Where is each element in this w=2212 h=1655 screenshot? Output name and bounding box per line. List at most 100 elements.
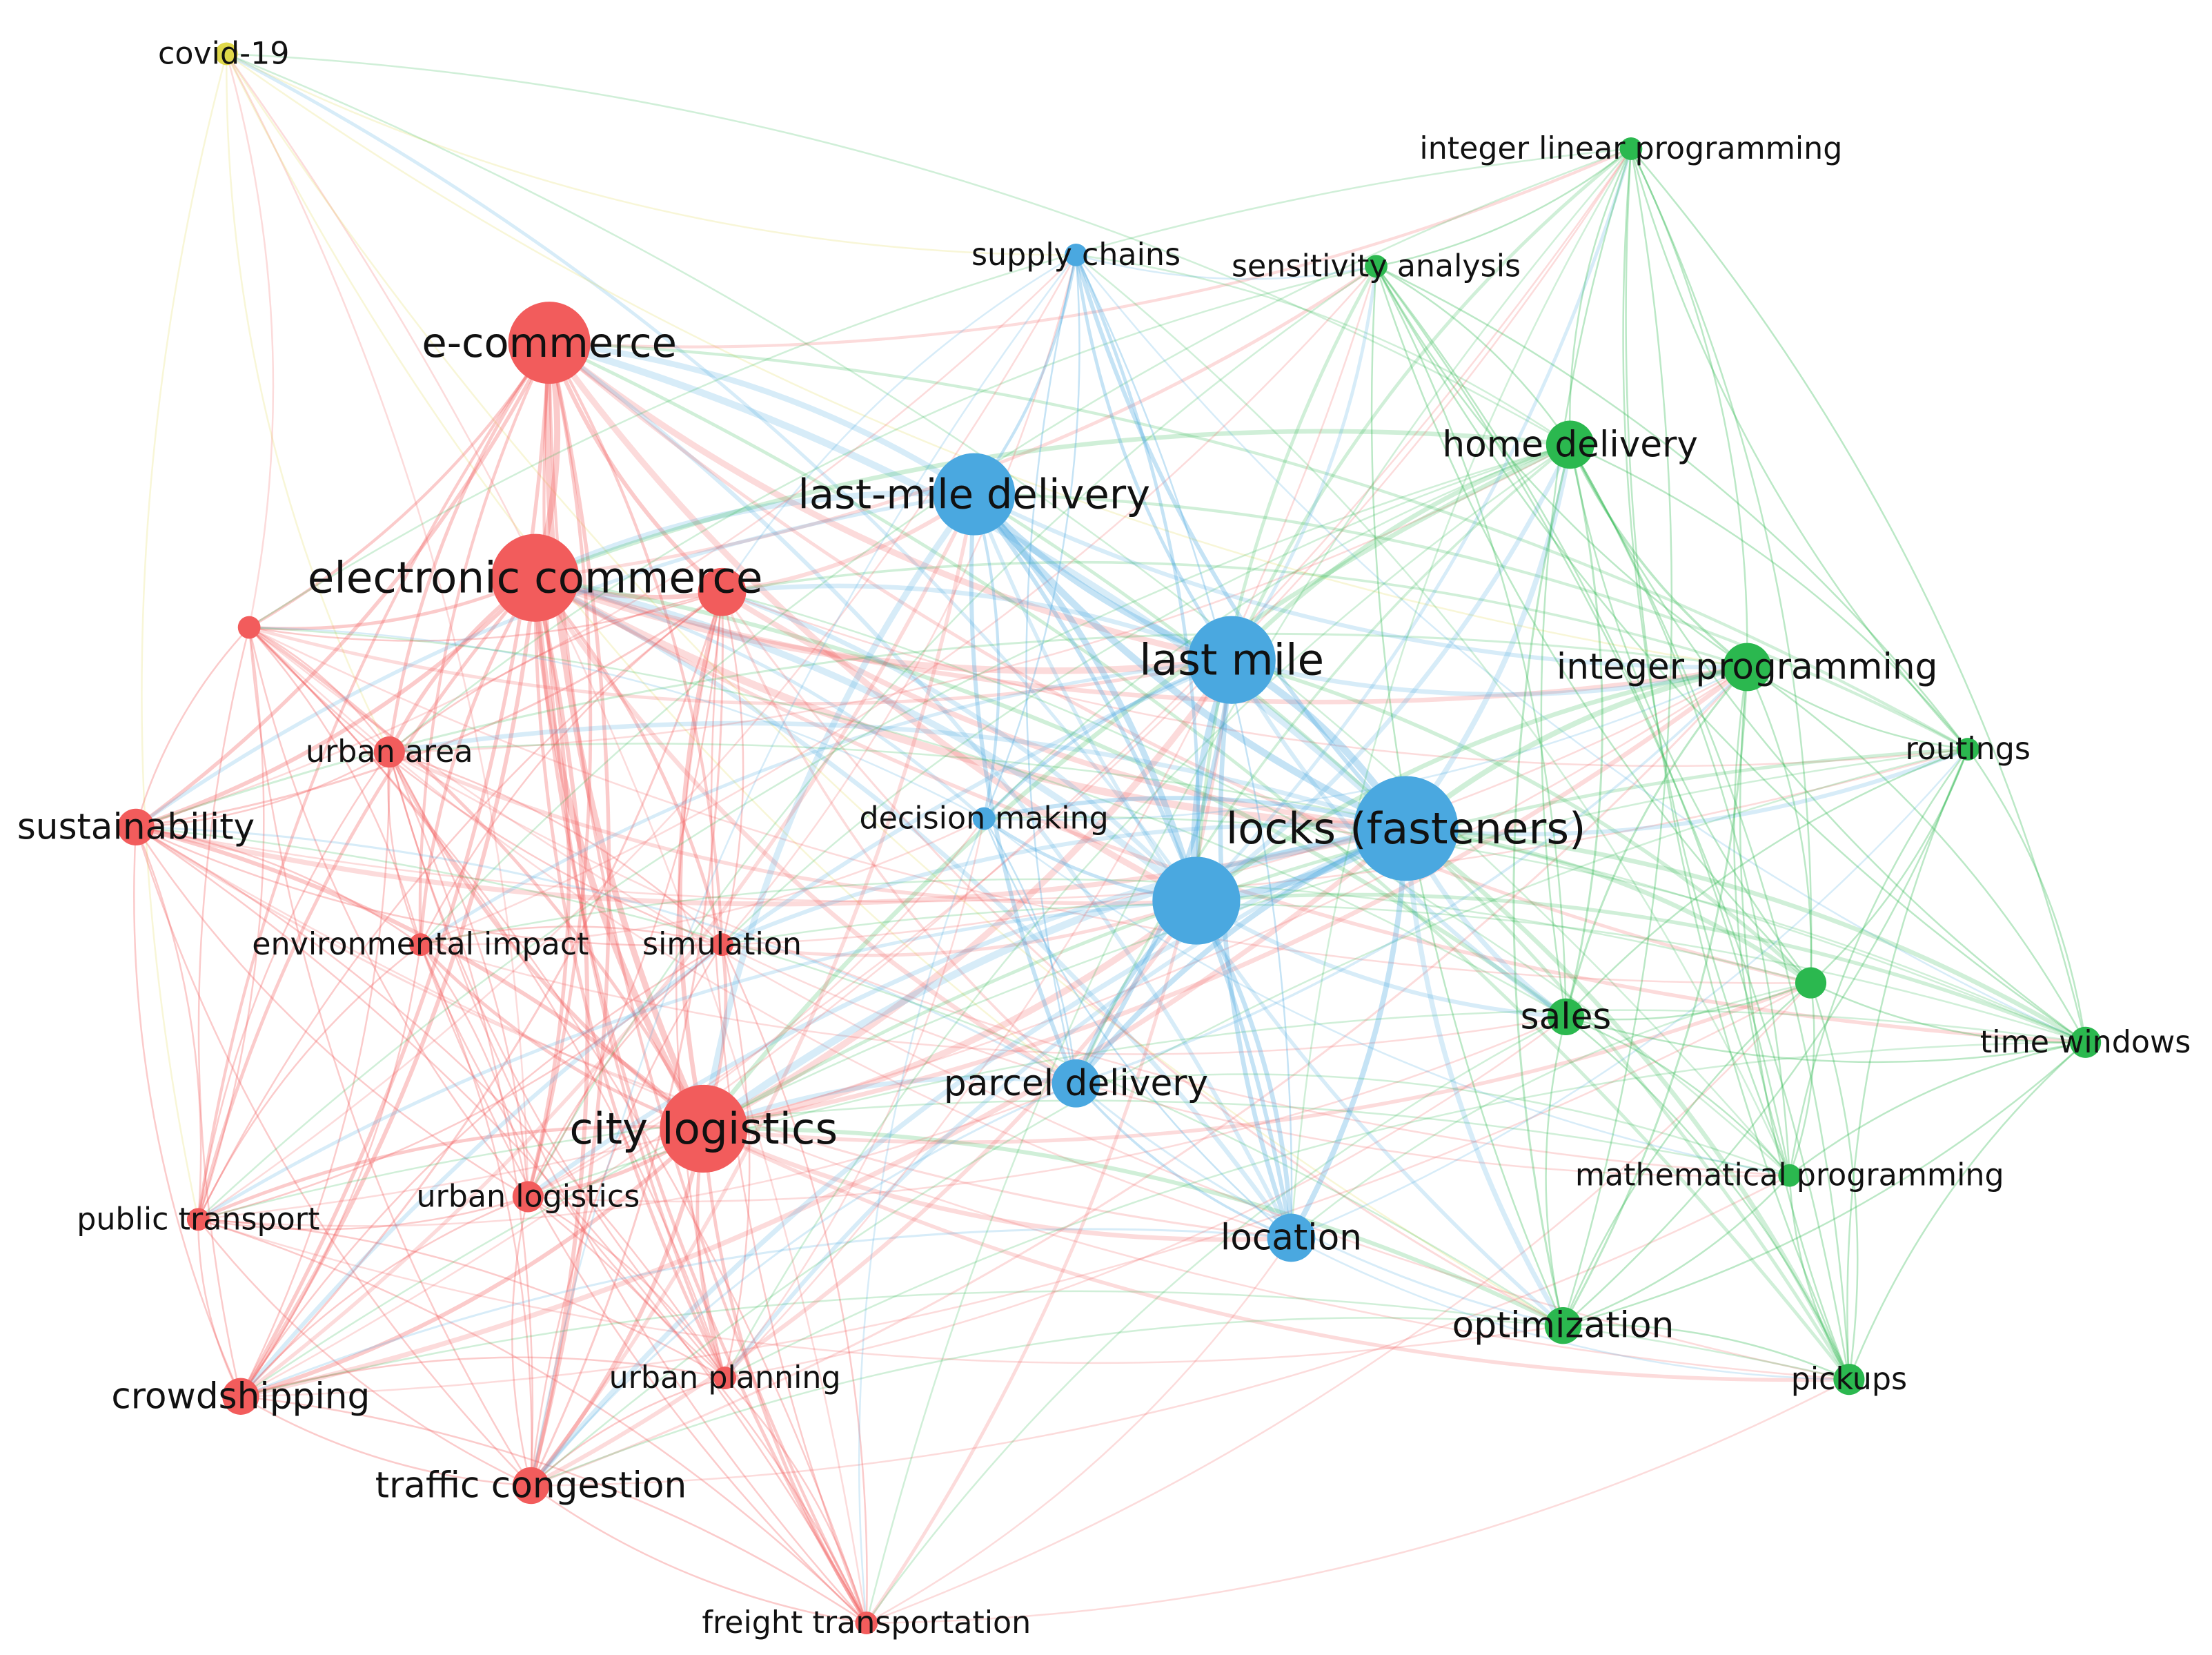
edge-time-windows-pickups <box>1848 1041 2086 1380</box>
edge-blue-unlabeled-sensitivity-analysis <box>1194 265 1378 901</box>
node-red-unlabeled-1[interactable] <box>698 567 747 616</box>
node-decision-making[interactable] <box>972 807 996 830</box>
node-location[interactable] <box>1267 1213 1316 1262</box>
edge-simulation-locks-fasteners <box>721 823 1406 947</box>
edge-home-delivery-mathematical-programming <box>1569 444 1790 1176</box>
edge-simulation-public-transport <box>197 943 723 1220</box>
label-time-windows: time windows <box>1980 1025 2191 1060</box>
node-time-windows[interactable] <box>2070 1026 2102 1058</box>
edge-e-commerce-crowdshipping <box>239 342 551 1398</box>
node-sensitivity-analysis[interactable] <box>1365 255 1388 278</box>
edge-sustainability-public-transport <box>135 826 202 1220</box>
node-red-unlabeled-2[interactable] <box>237 616 261 639</box>
edge-e-commerce-routings <box>549 341 1969 751</box>
edge-traffic-congestion-parcel-delivery <box>530 1082 1077 1487</box>
edge-public-transport-freight-transportation <box>197 1218 867 1624</box>
edge-e-commerce-sustainability <box>135 342 551 829</box>
node-blue-unlabeled[interactable] <box>1152 856 1241 945</box>
edge-simulation-home-delivery <box>721 444 1571 946</box>
node-integer-linear-programming[interactable] <box>1619 137 1643 160</box>
edge-e-commerce-location <box>548 341 1294 1239</box>
edge-environmental-impact-crowdshipping <box>239 944 422 1397</box>
edge-red-unlabeled-2-pickups <box>248 627 1850 1380</box>
edge-integer-linear-programming-optimization <box>1562 148 1673 1326</box>
edge-crowdshipping-integer-linear-programming <box>240 148 1632 1398</box>
edge-red-unlabeled-1-urban-logistics <box>527 591 723 1197</box>
node-integer-programming[interactable] <box>1723 643 1772 692</box>
edge-urban-area-simulation <box>388 751 723 946</box>
edge-sensitivity-analysis-sales <box>1375 266 1567 1017</box>
edge-simulation-mathematical-programming <box>721 943 1790 1177</box>
edge-electronic-commerce-parcel-delivery <box>533 576 1078 1086</box>
edge-red-unlabeled-2-sustainability <box>135 627 250 828</box>
edge-electronic-commerce-freight-transportation <box>533 578 868 1624</box>
node-supply-chains[interactable] <box>1065 243 1087 266</box>
edge-simulation-blue-unlabeled <box>722 899 1197 957</box>
edge-red-unlabeled-1-urban-area <box>388 591 722 753</box>
edge-green-unlabeled-pickups <box>1810 982 1859 1380</box>
node-urban-logistics[interactable] <box>512 1181 544 1213</box>
edge-freight-transportation-last-mile <box>865 659 1234 1624</box>
edge-city-logistics-freight-transportation <box>702 1128 868 1624</box>
edge-electronic-commerce-simulation <box>533 576 724 946</box>
node-simulation[interactable] <box>711 933 733 957</box>
edge-red-unlabeled-2-integer-linear-programming <box>248 148 1632 629</box>
node-covid-19[interactable] <box>215 42 238 66</box>
edge-public-transport-crowdshipping <box>197 1219 241 1397</box>
node-urban-area[interactable] <box>373 736 405 768</box>
node-traffic-congestion[interactable] <box>512 1467 550 1505</box>
label-urban-logistics: urban logistics <box>416 1179 640 1214</box>
edge-sustainability-environmental-impact <box>135 826 422 946</box>
edge-urban-area-urban-planning <box>388 752 726 1379</box>
node-last-mile-delivery[interactable] <box>933 453 1016 536</box>
edge-crowdshipping-location <box>240 1228 1292 1398</box>
label-urban-planning: urban planning <box>609 1360 841 1396</box>
edge-urban-area-blue-unlabeled <box>388 750 1197 905</box>
edge-parcel-delivery-mathematical-programming <box>1076 1073 1790 1177</box>
edge-urban-area-freight-transportation <box>388 752 867 1624</box>
node-parcel-delivery[interactable] <box>1051 1059 1100 1108</box>
node-routings[interactable] <box>1956 738 1979 761</box>
node-optimization[interactable] <box>1544 1306 1582 1344</box>
node-environmental-impact[interactable] <box>409 933 432 957</box>
edge-integer-programming-sales <box>1565 666 1748 1017</box>
node-freight-transportation[interactable] <box>855 1612 878 1635</box>
edge-sustainability-routings <box>135 748 1968 903</box>
edge-public-transport-traffic-congestion <box>197 1219 532 1487</box>
label-routings: routings <box>1906 732 2031 767</box>
edge-locks-fasteners-green-unlabeled <box>1405 826 1813 985</box>
edge-traffic-congestion-optimization <box>531 1317 1563 1487</box>
node-home-delivery[interactable] <box>1546 420 1594 469</box>
edge-mathematical-programming-optimization <box>1562 1175 1790 1326</box>
edge-electronic-commerce-traffic-congestion <box>529 577 590 1487</box>
label-integer-linear-programming: integer linear programming <box>1419 131 1842 166</box>
edge-electronic-commerce-time-windows <box>534 576 2086 1044</box>
node-mathematical-programming[interactable] <box>1778 1164 1801 1187</box>
node-sustainability[interactable] <box>117 808 155 846</box>
node-e-commerce[interactable] <box>508 302 591 384</box>
edge-freight-transportation-sales <box>865 1016 1567 1624</box>
edge-integer-programming-mathematical-programming <box>1733 667 1790 1176</box>
node-public-transport[interactable] <box>186 1208 210 1231</box>
edge-sustainability-freight-transportation <box>135 826 867 1624</box>
node-green-unlabeled[interactable] <box>1795 967 1827 999</box>
edge-supply-chains-locks-fasteners <box>1074 254 1408 830</box>
edge-red-unlabeled-2-sales <box>249 626 1567 1018</box>
node-locks-fasteners[interactable] <box>1353 776 1459 881</box>
edge-integer-linear-programming-integer-programming <box>1630 148 1748 667</box>
edge-covid-19-urban-area <box>226 53 391 753</box>
node-city-logistics[interactable] <box>660 1084 748 1173</box>
edge-green-unlabeled-mathematical-programming <box>1788 982 1815 1176</box>
node-crowdshipping[interactable] <box>222 1378 259 1415</box>
node-sales[interactable] <box>1547 998 1585 1036</box>
edge-locks-fasteners-pickups <box>1404 826 1851 1381</box>
edge-last-mile-integer-programming <box>1231 658 1748 697</box>
node-pickups[interactable] <box>1833 1364 1865 1396</box>
edge-supply-chains-last-mile <box>1074 255 1234 661</box>
node-last-mile[interactable] <box>1187 616 1276 704</box>
node-urban-planning[interactable] <box>713 1367 737 1390</box>
node-electronic-commerce[interactable] <box>491 533 580 622</box>
edge-sustainability-urban-planning <box>135 826 726 1379</box>
edge-simulation-time-windows <box>722 903 2086 1044</box>
